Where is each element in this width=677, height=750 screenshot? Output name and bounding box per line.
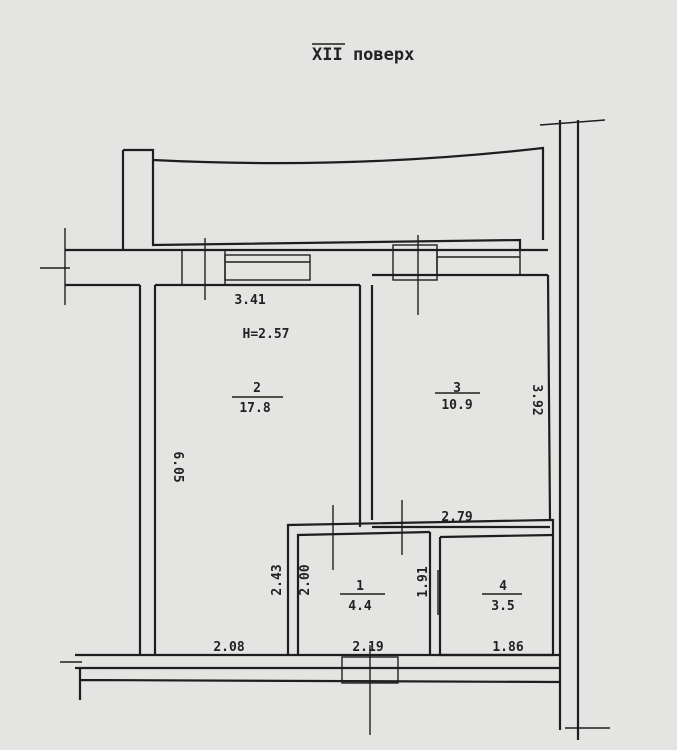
room-4-label: 4 3.5 bbox=[482, 579, 522, 614]
dim-room1-side: 2.00 bbox=[298, 564, 313, 595]
dim-room4-side: 1.91 bbox=[416, 566, 431, 597]
bottom-wall bbox=[60, 645, 561, 735]
room-1-label: 1 4.4 bbox=[340, 579, 385, 614]
room-2-label: 2 17.8 bbox=[232, 381, 283, 416]
dim-room2-top: 3.41 bbox=[234, 293, 265, 308]
room-area: 17.8 bbox=[239, 401, 270, 416]
room-number: 1 bbox=[356, 579, 364, 594]
ceiling-height: H=2.57 bbox=[243, 327, 290, 342]
room-number: 2 bbox=[253, 381, 261, 396]
window-left bbox=[224, 254, 311, 281]
top-wall bbox=[40, 228, 548, 315]
room-area: 3.5 bbox=[491, 599, 514, 614]
floor-title: XII поверх bbox=[312, 45, 414, 65]
dim-room4-bottom: 1.86 bbox=[492, 640, 523, 655]
dim-room3-side: 3.92 bbox=[529, 384, 544, 415]
room-number: 3 bbox=[453, 381, 461, 396]
window-right bbox=[436, 249, 521, 276]
balcony bbox=[121, 146, 545, 250]
dim-room2-bottom: 2.08 bbox=[213, 640, 244, 655]
room-area: 4.4 bbox=[348, 599, 372, 614]
room-number: 4 bbox=[499, 579, 507, 594]
room-area: 10.9 bbox=[441, 398, 472, 413]
dim-room3-bottom: 2.79 bbox=[441, 510, 472, 525]
interior-walls bbox=[138, 274, 555, 657]
dim-room2-side: 6.05 bbox=[170, 451, 185, 482]
outer-right-wall bbox=[539, 119, 610, 740]
dim-room1-bottom: 2.19 bbox=[352, 640, 383, 655]
dim-corridor-left: 2.43 bbox=[270, 564, 285, 595]
room-3-label: 3 10.9 bbox=[435, 381, 480, 413]
